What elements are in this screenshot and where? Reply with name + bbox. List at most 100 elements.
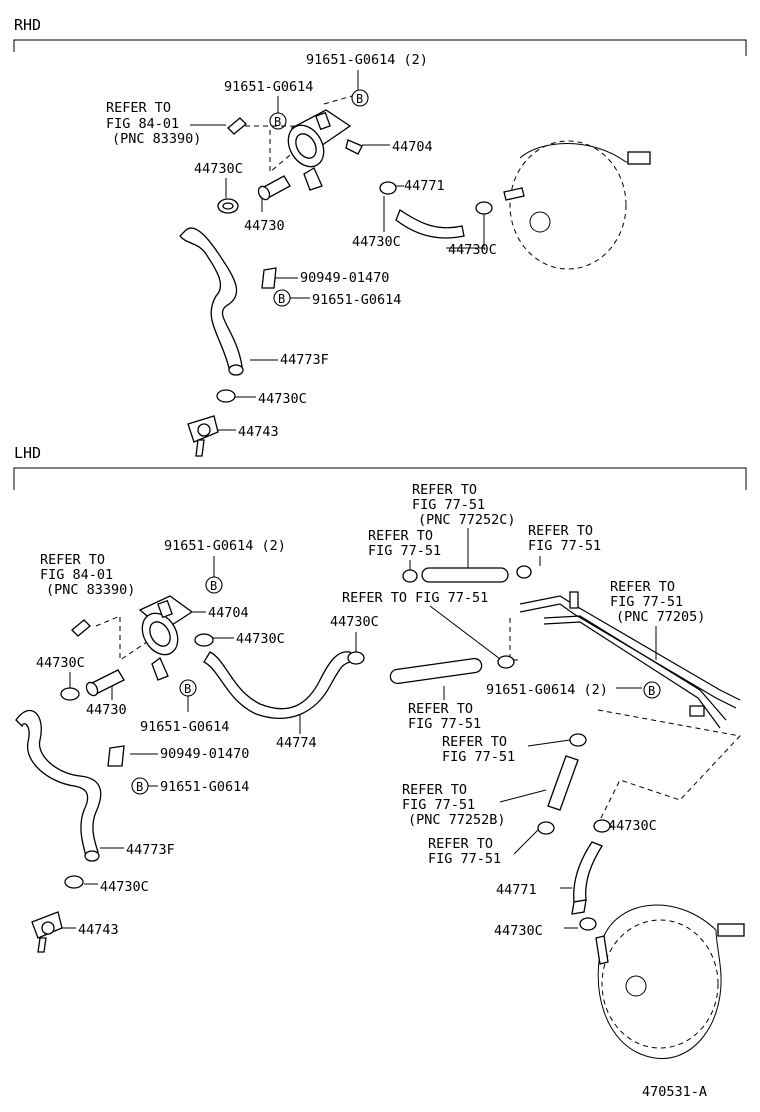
label-lhd-44704[interactable]: 44704 (208, 605, 249, 621)
hose-refer-77252b[interactable] (547, 755, 579, 811)
clip-icon[interactable] (261, 267, 277, 289)
label-lhd-44773f[interactable]: 44773F (126, 842, 175, 858)
label-lhd-refer-a2[interactable]: FIG 77-51 (412, 497, 485, 513)
hose-clamp-icon[interactable] (60, 687, 80, 701)
leader-lhd-refer-e (429, 605, 505, 663)
label-rhd-44771[interactable]: 44771 (404, 178, 445, 194)
hose-clamp-icon[interactable] (64, 875, 84, 889)
label-rhd-bolt[interactable]: 91651-G0614 (224, 79, 313, 95)
vacuum-pipe-77205[interactable] (519, 591, 741, 729)
label-rhd-44730[interactable]: 44730 (244, 218, 285, 234)
label-lhd-44730c-f[interactable]: 44730C (494, 923, 543, 939)
label-rhd-clip[interactable]: 90949-01470 (300, 270, 389, 286)
label-rhd-refer-2[interactable]: FIG 84-01 (106, 116, 179, 132)
svg-text:B: B (274, 115, 281, 129)
hose-clamp-icon[interactable] (402, 569, 418, 583)
hose-refer-77-51[interactable] (389, 657, 483, 685)
hose-clamp-icon[interactable] (194, 633, 214, 647)
label-rhd-bolt2[interactable]: 91651-G0614 (2) (306, 52, 428, 68)
badge-b-lhd-3: B (643, 681, 661, 699)
label-lhd-refer-d3: (PNC 83390) (46, 582, 135, 598)
label-lhd-refer-b1: REFER TO (368, 528, 433, 544)
label-lhd-44730c-a[interactable]: 44730C (236, 631, 285, 647)
label-rhd-44730c-d[interactable]: 44730C (258, 391, 307, 407)
label-lhd-44730[interactable]: 44730 (86, 702, 127, 718)
hose-44773f-lhd[interactable] (15, 709, 102, 862)
label-lhd-refer-j2[interactable]: FIG 77-51 (428, 851, 501, 867)
badge-b-rhd-1: B (351, 89, 369, 107)
label-lhd-refer-i2[interactable]: FIG 77-51 (402, 797, 475, 813)
hose-refer-77252c[interactable] (421, 567, 509, 583)
label-lhd-refer-g2[interactable]: FIG 77-51 (408, 716, 481, 732)
bolt-icon[interactable] (227, 117, 247, 135)
label-rhd-44730c-b[interactable]: 44730C (352, 234, 401, 250)
label-rhd-bolt-b[interactable]: 91651-G0614 (312, 292, 401, 308)
hose-clamp-icon[interactable] (569, 733, 587, 747)
dash-lhd-3 (597, 709, 741, 821)
bolt-icon[interactable] (71, 619, 91, 637)
label-lhd-bolt-b[interactable]: 91651-G0614 (160, 779, 249, 795)
badge-b-lhd-1: B (205, 576, 223, 594)
hose-clamp-icon[interactable] (217, 198, 239, 214)
svg-text:B: B (356, 92, 363, 106)
hose-clamp-icon[interactable] (347, 651, 365, 665)
section-label-rhd: RHD (14, 16, 41, 34)
label-rhd-refer-1: REFER TO (106, 100, 171, 116)
clip-icon[interactable] (107, 745, 125, 767)
badge-b-rhd-3: B (273, 289, 291, 307)
rhd-section-bracket (13, 39, 747, 56)
tee-fitting-icon[interactable] (31, 911, 63, 953)
hose-clamp-icon[interactable] (579, 917, 597, 931)
hose-clamp-icon[interactable] (475, 201, 493, 215)
label-rhd-44704[interactable]: 44704 (392, 139, 433, 155)
label-lhd-44743[interactable]: 44743 (78, 922, 119, 938)
label-lhd-refer-c2[interactable]: FIG 77-51 (528, 538, 601, 554)
label-lhd-refer-j1: REFER TO (428, 836, 493, 852)
dash-rhd-3 (323, 95, 353, 105)
label-lhd-44730c-c[interactable]: 44730C (36, 655, 85, 671)
badge-b-lhd-4: B (131, 777, 149, 795)
label-rhd-44730c-c[interactable]: 44730C (448, 242, 497, 258)
label-lhd-44771[interactable]: 44771 (496, 882, 537, 898)
label-lhd-refer-h2[interactable]: FIG 77-51 (442, 749, 515, 765)
label-rhd-refer-3: (PNC 83390) (112, 131, 201, 147)
label-lhd-bolt[interactable]: 91651-G0614 (140, 719, 229, 735)
label-lhd-refer-f2[interactable]: FIG 77-51 (610, 594, 683, 610)
label-lhd-bolt2-b[interactable]: 91651-G0614 (2) (486, 682, 608, 698)
dash-lhd-1 (95, 615, 151, 661)
label-lhd-refer-g1: REFER TO (408, 701, 473, 717)
hose-44771-rhd[interactable] (395, 209, 465, 239)
leader-lhd-refer-h (527, 739, 571, 747)
check-valve-lhd[interactable] (135, 595, 194, 681)
dash-rhd-1 (269, 130, 297, 174)
hose-44774-lhd[interactable] (203, 651, 353, 719)
label-lhd-44730c-b[interactable]: 44730C (330, 614, 379, 630)
union-fitting-icon[interactable] (84, 669, 125, 698)
tee-fitting-icon[interactable] (187, 415, 219, 457)
label-rhd-44730c-a[interactable]: 44730C (194, 161, 243, 177)
label-lhd-44730c-e[interactable]: 44730C (608, 818, 657, 834)
hose-clamp-icon[interactable] (593, 819, 611, 833)
label-lhd-refer-e[interactable]: REFER TO FIG 77-51 (342, 590, 488, 606)
hose-clamp-icon[interactable] (516, 565, 532, 579)
hose-44771-lhd[interactable] (571, 841, 603, 915)
label-lhd-bolt2[interactable]: 91651-G0614 (2) (164, 538, 286, 554)
hose-clamp-icon[interactable] (216, 389, 236, 403)
section-label-lhd: LHD (14, 444, 41, 462)
union-fitting-icon[interactable] (256, 175, 291, 202)
svg-text:B: B (278, 292, 285, 306)
check-valve-rhd[interactable] (281, 109, 363, 191)
hose-clamp-icon[interactable] (379, 181, 397, 195)
label-lhd-44730c-d[interactable]: 44730C (100, 879, 149, 895)
label-rhd-44773f[interactable]: 44773F (280, 352, 329, 368)
badge-b-rhd-2: B (269, 112, 287, 130)
hose-clamp-icon[interactable] (537, 821, 555, 835)
hose-clamp-icon[interactable] (497, 655, 515, 669)
label-lhd-refer-b2[interactable]: FIG 77-51 (368, 543, 441, 559)
label-lhd-clip[interactable]: 90949-01470 (160, 746, 249, 762)
label-lhd-refer-d2[interactable]: FIG 84-01 (40, 567, 113, 583)
label-lhd-44774[interactable]: 44774 (276, 735, 317, 751)
hose-44773f-rhd[interactable] (179, 227, 244, 376)
label-rhd-44743[interactable]: 44743 (238, 424, 279, 440)
